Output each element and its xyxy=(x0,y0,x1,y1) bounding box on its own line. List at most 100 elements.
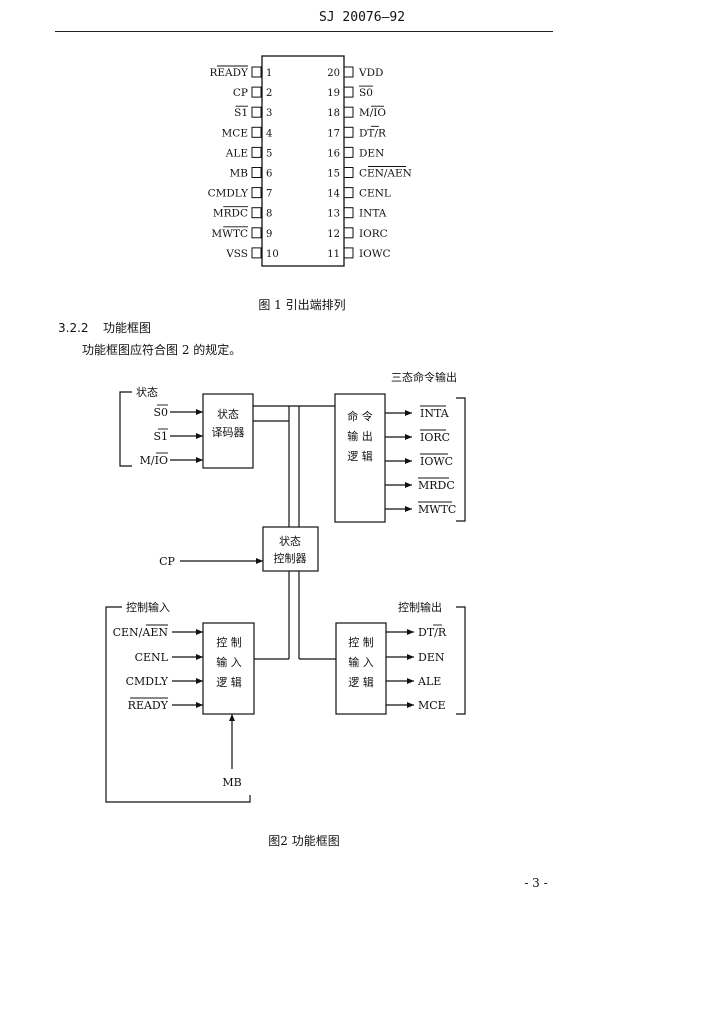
ctrl-output-mce: MCE xyxy=(418,699,446,712)
pin-stub xyxy=(251,146,262,158)
pin-stub xyxy=(251,247,262,259)
figure2-caption: 图2 功能框图 xyxy=(268,834,339,848)
control-output-group-label: 控制输出 xyxy=(398,600,442,614)
arrowheads xyxy=(196,409,414,721)
controller-label-line1: 状态 xyxy=(279,534,301,548)
status-input-s1: S1 xyxy=(153,430,168,443)
pin-name: MRDC xyxy=(213,208,248,220)
pin-number: 14 xyxy=(327,189,340,200)
block-diagram xyxy=(105,391,466,803)
pin-number: 17 xyxy=(327,128,340,139)
section-number: 3.2.2 xyxy=(58,321,89,335)
decoder-label-line2: 译码器 xyxy=(212,426,245,439)
tri-state-output-label: 三态命令输出 xyxy=(391,370,457,384)
pin-name: DT/R xyxy=(359,127,387,139)
pin-number: 13 xyxy=(327,209,340,220)
pin-number: 3 xyxy=(266,108,272,119)
pin-stub xyxy=(251,207,262,219)
cmd-output-iorc: IORC xyxy=(420,431,450,444)
pin-stub xyxy=(251,187,262,199)
pin-name: S1 xyxy=(234,107,248,119)
ctrl-input-ready: READY xyxy=(128,699,169,712)
controller-label-line2: 控制器 xyxy=(274,551,307,565)
pin-stub xyxy=(343,207,354,219)
pin-stub xyxy=(343,167,354,178)
pin-right: 20 VDD xyxy=(327,66,383,79)
pin-number: 5 xyxy=(266,148,272,159)
cmd-out-label-line2: 输 出 xyxy=(347,429,373,443)
pin-stub xyxy=(343,126,354,138)
pin-stub xyxy=(251,167,262,178)
status-group-label: 状态 xyxy=(136,385,158,399)
pin-right: 19 S0 xyxy=(327,86,373,99)
status-decoder-block xyxy=(202,393,254,469)
status-input-s0: S0 xyxy=(153,406,168,419)
pin-name: DEN xyxy=(359,147,384,159)
pin-left: 2CP xyxy=(233,86,272,99)
cmd-out-label-line1: 命 令 xyxy=(347,409,373,423)
pin-left: 4 MCE xyxy=(222,126,272,139)
pin-number: 19 xyxy=(327,88,340,99)
ctrl-input-cen-aen: CEN/AEN xyxy=(113,626,169,639)
pin-name: MCE xyxy=(222,127,248,139)
pin-name: MB xyxy=(230,168,249,180)
section-title: 功能框图 xyxy=(103,321,151,335)
pin-name: S0 xyxy=(359,87,373,99)
pin-right: 13 INTA xyxy=(327,207,387,220)
pin-number: 9 xyxy=(266,229,272,240)
pin-number: 16 xyxy=(327,148,340,159)
pin-left: 6 MB xyxy=(230,167,272,180)
pin-stub xyxy=(251,106,262,118)
pin-left: 9 MWTC xyxy=(211,226,272,240)
ctrl-in-label-line2: 输 入 xyxy=(216,655,242,669)
pin-name: VDD xyxy=(358,67,383,79)
pin-number: 20 xyxy=(327,68,340,79)
cp-input-label: CP xyxy=(159,555,175,568)
pin-right: 16 DEN xyxy=(327,146,384,159)
ctrl-out-label-line2: 输 入 xyxy=(348,655,374,669)
header-rule xyxy=(55,31,553,32)
mb-input-label: MB xyxy=(222,776,241,789)
page-number: - 3 - xyxy=(524,876,547,890)
pin-name: CENL xyxy=(359,188,391,200)
cmd-output-inta: INTA xyxy=(420,407,450,420)
pin-number: 18 xyxy=(327,108,340,119)
ctrl-out-label-line1: 控 制 xyxy=(348,635,374,649)
pin-number: 10 xyxy=(266,249,279,260)
pin-stub xyxy=(343,146,354,158)
pin-stub xyxy=(343,106,354,118)
pin-stub xyxy=(343,227,354,239)
command-output-block xyxy=(334,393,386,523)
pin-name: CP xyxy=(233,87,248,99)
ctrl-in-label-line3: 逻 辑 xyxy=(216,675,242,689)
pin-name: INTA xyxy=(359,208,387,220)
pin-stub xyxy=(251,66,262,78)
pin-stub xyxy=(343,247,354,259)
ctrl-output-den: DEN xyxy=(418,651,445,664)
ctrl-in-label-line1: 控 制 xyxy=(216,635,242,649)
pin-stub xyxy=(251,86,262,98)
pin-name: MWTC xyxy=(211,228,248,240)
pin-stub xyxy=(343,187,354,199)
cmd-output-mrdc: MRDC xyxy=(418,479,455,492)
decoder-label-line1: 状态 xyxy=(217,407,239,421)
pin-number: 6 xyxy=(266,169,272,180)
pin-left: 5 ALE xyxy=(225,146,272,159)
pin-stub xyxy=(343,66,354,78)
cmd-output-overbars xyxy=(418,405,452,503)
pin-name: ALE xyxy=(225,147,248,159)
pin-stub xyxy=(343,86,354,98)
pin-number: 12 xyxy=(327,229,340,240)
pin-name: READY xyxy=(209,67,249,79)
status-controller-block xyxy=(262,526,319,572)
ctrl-input-cmdly: CMDLY xyxy=(126,675,169,688)
status-input-mio: M/IO xyxy=(140,454,168,467)
pin-number: 8 xyxy=(266,209,272,220)
pin-stub xyxy=(251,227,262,239)
pin-number: 4 xyxy=(266,128,272,139)
